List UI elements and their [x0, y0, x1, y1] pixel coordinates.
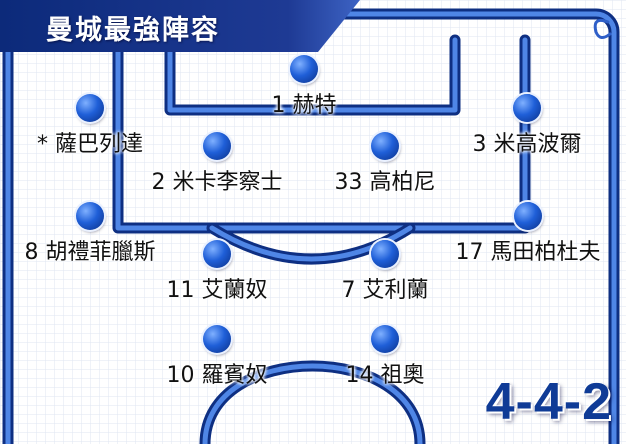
center-circle-line	[199, 360, 426, 444]
goal-area-line	[164, 34, 461, 116]
player-label: 10 羅賓奴	[166, 363, 268, 388]
title-banner	[0, 0, 360, 52]
player-label: 8 胡禮菲臘斯	[24, 240, 156, 265]
player-marker	[513, 94, 541, 122]
player-label: 2 米卡李察士	[151, 170, 283, 195]
player-marker	[203, 132, 231, 160]
player-marker	[290, 55, 318, 83]
player-label: 11 艾蘭奴	[166, 278, 268, 303]
player-label: 1 赫特	[271, 93, 337, 118]
player-label: 17 馬田柏杜夫	[455, 240, 601, 265]
player-label: 3 米高波爾	[472, 132, 582, 157]
corner-swirl-decoration	[593, 18, 612, 39]
player-label: * 薩巴列達	[37, 132, 143, 157]
player-label: 14 祖奧	[345, 363, 425, 388]
player-label: 7 艾利蘭	[341, 278, 429, 303]
player-marker	[76, 94, 104, 122]
formation-label: 4-4-2	[485, 373, 612, 431]
player-marker	[514, 202, 542, 230]
player-label: 33 高柏尼	[334, 170, 436, 195]
player-marker	[371, 240, 399, 268]
player-marker	[371, 132, 399, 160]
page-title: 曼城最強陣容	[46, 15, 220, 46]
player-marker	[203, 240, 231, 268]
player-marker	[371, 325, 399, 353]
player-marker	[76, 202, 104, 230]
penalty-area-line	[112, 34, 531, 234]
player-marker	[203, 325, 231, 353]
